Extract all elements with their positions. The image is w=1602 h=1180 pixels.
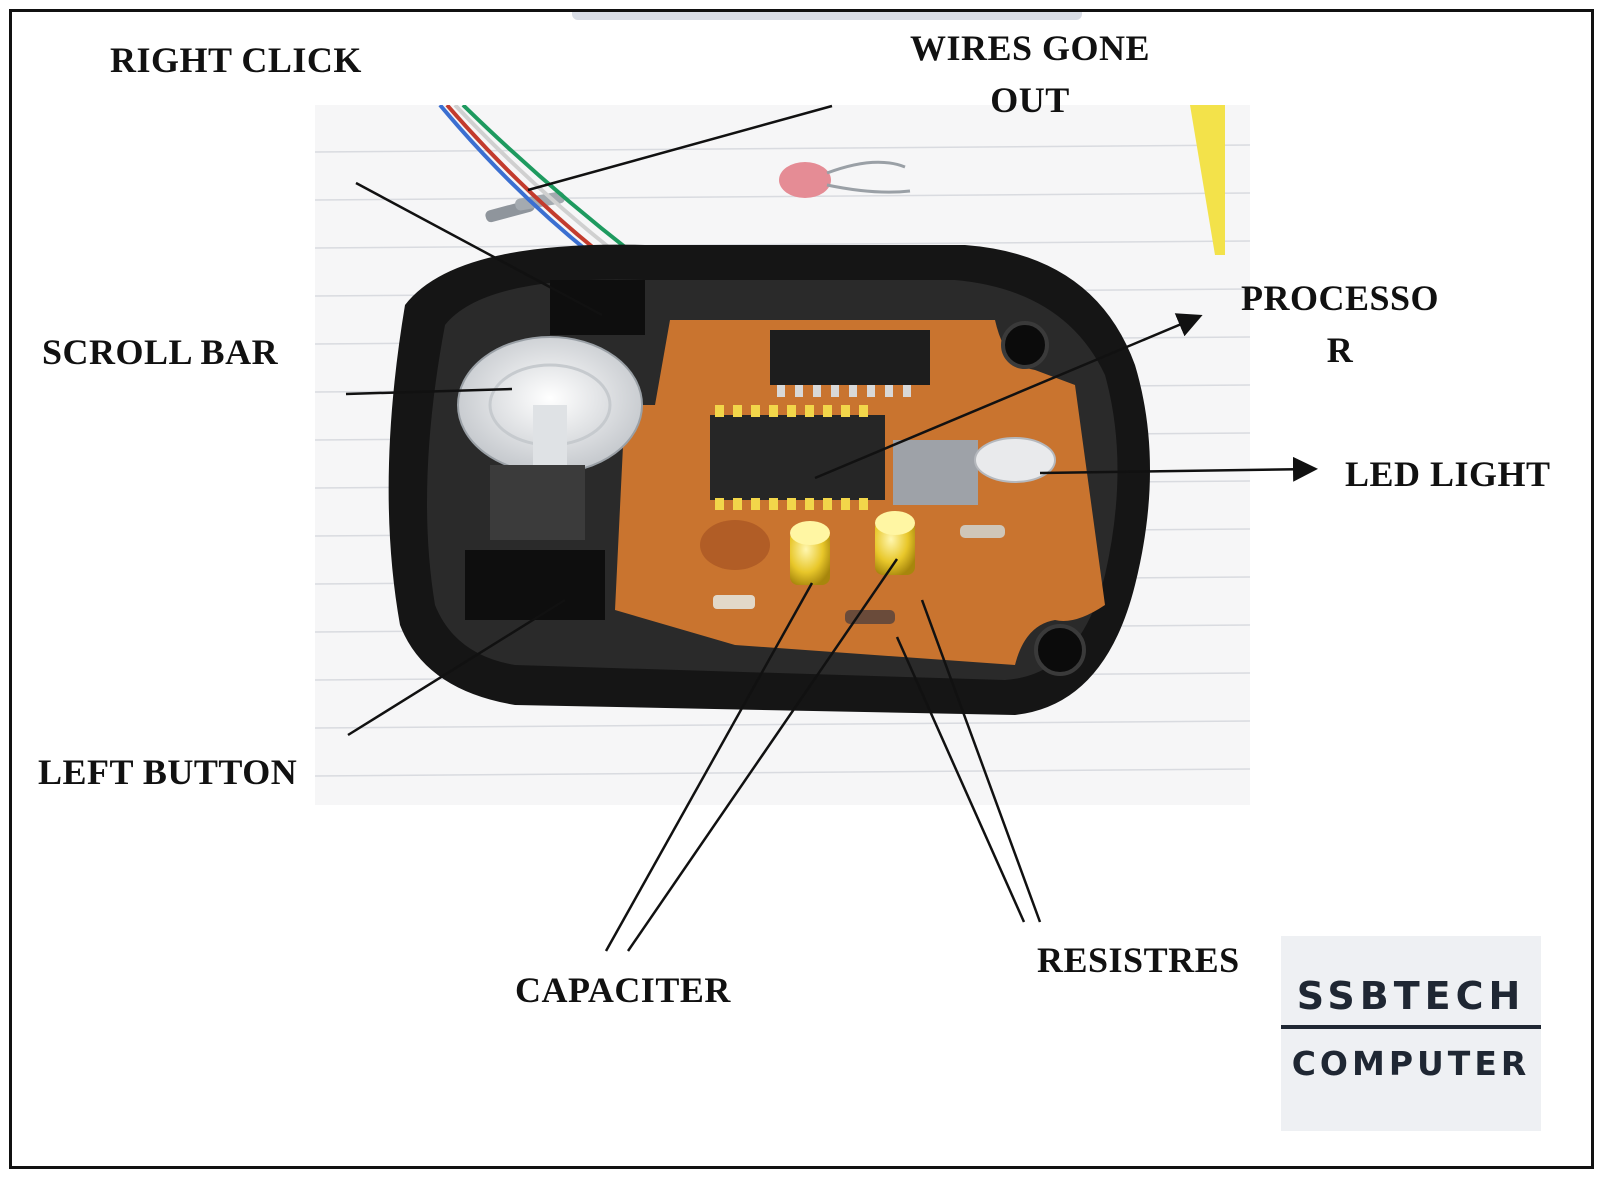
optical-sensor-chip <box>710 405 885 510</box>
ceramic-capacitor <box>700 520 770 570</box>
label-processor: PROCESSO R <box>1225 272 1455 376</box>
left-switch <box>465 550 605 620</box>
badge-line1: SSBTECH <box>1296 974 1526 1018</box>
screw-boss <box>1001 321 1049 369</box>
label-scroll-bar: SCROLL BAR <box>42 332 279 372</box>
label-wires-line2: OUT <box>990 80 1070 120</box>
led-bulb <box>974 437 1056 483</box>
label-left-button: LEFT BUTTON <box>38 752 298 792</box>
lens-housing <box>893 440 978 505</box>
yellow-paper-edge <box>1190 105 1225 255</box>
badge-divider <box>1281 1025 1541 1029</box>
right-switch <box>550 280 645 335</box>
label-capaciter: CAPACITER <box>515 970 731 1010</box>
screw-boss <box>1034 624 1086 676</box>
label-right-click: RIGHT CLICK <box>110 40 362 80</box>
ssbtech-logo-badge: SSBTECH COMPUTER <box>1281 936 1541 1131</box>
label-wires-gone-out: WIRES GONE OUT <box>880 22 1180 126</box>
mouse-internals-photo <box>315 105 1250 805</box>
label-processor-line2: R <box>1326 330 1354 370</box>
encoder <box>490 465 585 540</box>
scroll-wheel <box>457 336 643 474</box>
label-led-light: LED LIGHT <box>1345 454 1551 494</box>
label-resistres: RESISTRES <box>1037 940 1240 980</box>
top-tab-strip <box>572 12 1082 20</box>
label-wires-line1: WIRES GONE <box>909 28 1151 68</box>
badge-line2: COMPUTER <box>1291 1044 1531 1083</box>
label-processor-line1: PROCESSO <box>1240 278 1440 318</box>
